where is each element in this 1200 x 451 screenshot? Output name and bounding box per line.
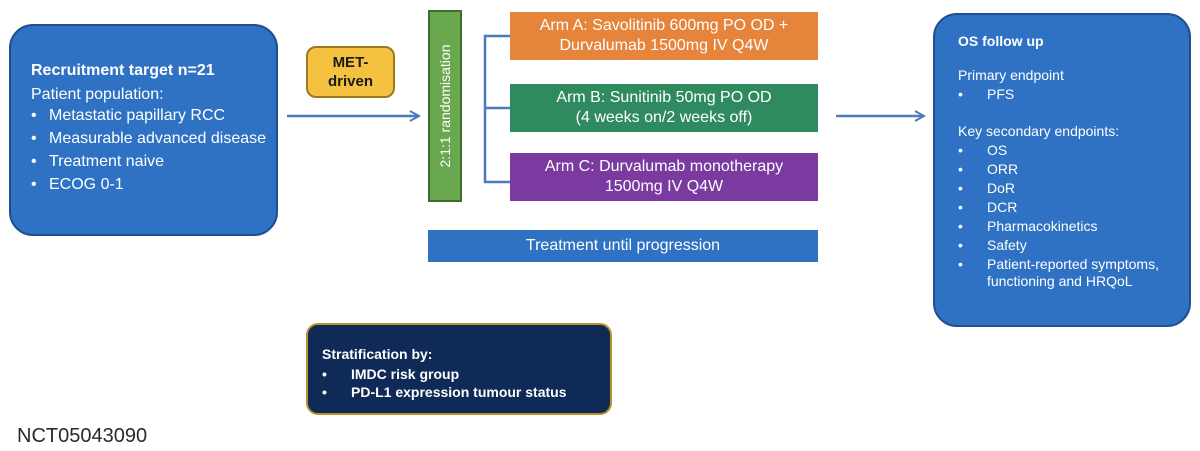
followup-title: OS follow up <box>958 33 1044 49</box>
arm-a-line-1: Arm A: Savolitinib 600mg PO OD + <box>539 17 789 34</box>
treatment-label: Treatment until progression <box>525 237 721 254</box>
randomisation-bar: 2:1:1 randomisation <box>428 10 462 202</box>
primary-endpoint-heading: Primary endpoint <box>958 67 1064 83</box>
treatment-bar: Treatment until progression <box>428 230 818 262</box>
list-item: Pharmacokinetics <box>958 218 1189 235</box>
list-item: DCR <box>958 199 1189 216</box>
arm-c-line-1: Arm C: Durvalumab monotherapy <box>544 158 784 175</box>
followup-box: OS follow up Primary endpoint PFS Key se… <box>933 13 1191 327</box>
patient-population-list: Metastatic papillary RCC Measurable adva… <box>31 106 276 195</box>
list-item: OS <box>958 142 1189 159</box>
arm-a-box: Arm A: Savolitinib 600mg PO OD + Durvalu… <box>510 12 818 60</box>
list-item: Treatment naive <box>31 152 276 172</box>
arm-b-box: Arm B: Sunitinib 50mg PO OD (4 weeks on/… <box>510 84 818 132</box>
patient-population-label: Patient population: <box>31 86 164 103</box>
list-item: PD-L1 expression tumour status <box>322 383 610 401</box>
primary-endpoint-list: PFS <box>958 86 1189 103</box>
stratification-box: Stratification by: IMDC risk group PD-L1… <box>306 323 612 415</box>
randomisation-label: 2:1:1 randomisation <box>437 44 453 168</box>
secondary-endpoints-heading: Key secondary endpoints: <box>958 123 1120 139</box>
met-driven-badge: MET- driven <box>306 46 395 98</box>
arm-c-box: Arm C: Durvalumab monotherapy 1500mg IV … <box>510 153 818 201</box>
arm-b-line-2: (4 weeks on/2 weeks off) <box>575 109 753 126</box>
list-item: IMDC risk group <box>322 365 610 383</box>
list-item: Metastatic papillary RCC <box>31 106 276 126</box>
list-item: Safety <box>958 237 1189 254</box>
list-item: Measurable advanced disease <box>31 129 276 149</box>
badge-line-1: MET- <box>332 54 369 71</box>
list-item: ORR <box>958 161 1189 178</box>
recruitment-box: Recruitment target n=21 Patient populati… <box>9 24 278 236</box>
list-item: Patient-reported symptoms, functioning a… <box>958 256 1189 290</box>
arm-b-line-1: Arm B: Sunitinib 50mg PO OD <box>556 89 772 106</box>
badge-line-2: driven <box>327 73 373 90</box>
secondary-endpoints-list: OS ORR DoR DCR Pharmacokinetics Safety P… <box>958 142 1189 290</box>
list-item: PFS <box>958 86 1189 103</box>
list-item: DoR <box>958 180 1189 197</box>
stratification-list: IMDC risk group PD-L1 expression tumour … <box>322 365 610 401</box>
recruitment-title: Recruitment target n=21 <box>31 62 215 79</box>
list-item: ECOG 0-1 <box>31 175 276 195</box>
arm-a-line-2: Durvalumab 1500mg IV Q4W <box>559 37 769 54</box>
stratification-title: Stratification by: <box>322 346 433 362</box>
arm-c-line-2: 1500mg IV Q4W <box>604 178 724 195</box>
trial-id: NCT05043090 <box>17 425 148 447</box>
